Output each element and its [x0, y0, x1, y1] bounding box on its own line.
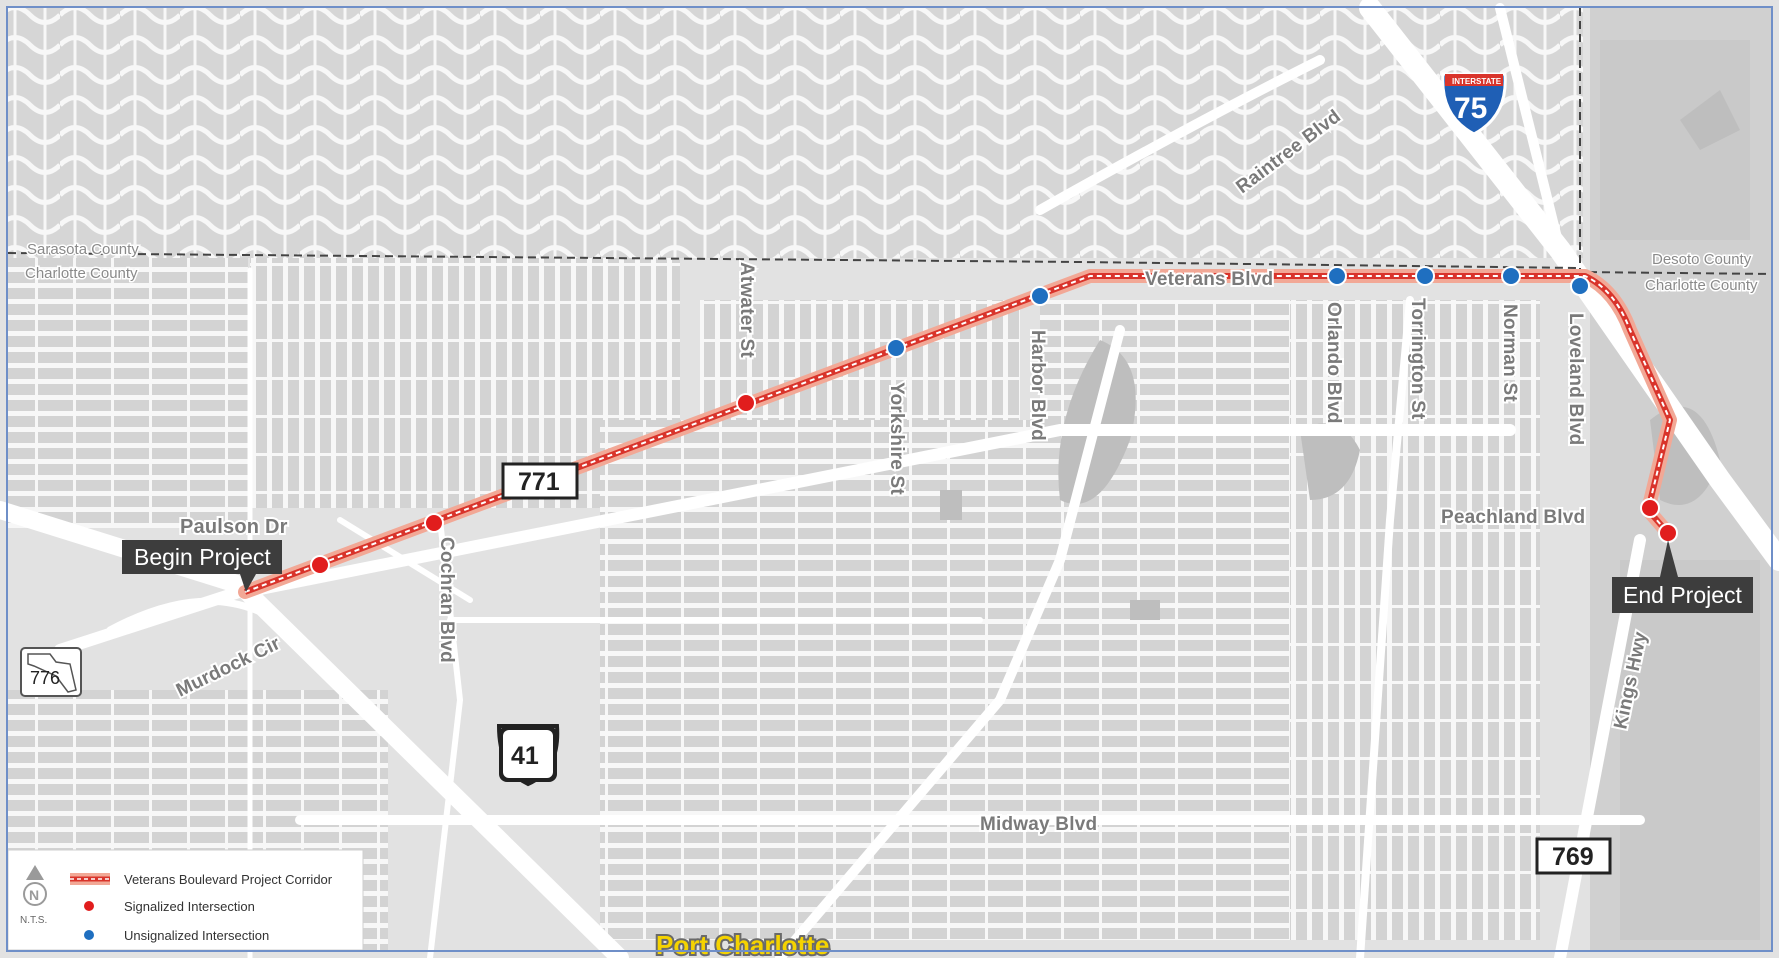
signal-cochran: [424, 513, 444, 533]
county-label-charlotte-east: Charlotte County: [1645, 277, 1758, 294]
us-41-shield: 41: [496, 724, 560, 787]
svg-text:N.T.S.: N.T.S.: [20, 915, 47, 926]
map-frame: [6, 6, 1773, 952]
unsignal-harbor: [1030, 286, 1050, 306]
signal-kings-hwy: [1658, 523, 1678, 543]
street-label-torrington: Torrington St: [1407, 298, 1428, 420]
cr-769-shield: 769: [1535, 837, 1612, 875]
svg-text:75: 75: [1454, 92, 1487, 125]
svg-text:776: 776: [30, 668, 60, 688]
unsignalized-intersections: [886, 266, 1590, 358]
street-label-orlando: Orlando Blvd: [1323, 302, 1344, 424]
county-label-desoto: Desoto County: [1652, 251, 1752, 268]
end-project-callout: End Project: [1612, 540, 1753, 613]
street-label-atwater: Atwater St: [736, 262, 757, 358]
svg-text:Signalized Intersection: Signalized Intersection: [124, 899, 255, 914]
street-label-cochran: Cochran Blvd: [436, 537, 457, 663]
signal-peachland: [1640, 498, 1660, 518]
svg-text:Unsignalized Intersection: Unsignalized Intersection: [124, 928, 269, 943]
unsignal-torrington: [1415, 266, 1435, 286]
svg-text:INTERSTATE: INTERSTATE: [1452, 77, 1502, 86]
legend-item-signalized: Signalized Intersection: [84, 899, 255, 914]
svg-text:Veterans Boulevard Project Cor: Veterans Boulevard Project Corridor: [124, 872, 333, 887]
i-75-shield: INTERSTATE 75: [1441, 72, 1507, 136]
signal-atwater: [736, 393, 756, 413]
begin-project-callout: Begin Project: [122, 540, 282, 592]
street-label-veterans: Veterans Blvd: [1145, 269, 1273, 290]
svg-text:Begin Project: Begin Project: [134, 544, 271, 570]
unsignal-loveland: [1570, 276, 1590, 296]
legend: N N.T.S. Veterans Boulevard Project Corr…: [7, 849, 364, 951]
north-arrow-icon: N N.T.S.: [20, 865, 47, 926]
svg-text:41: 41: [511, 742, 539, 770]
street-label-midway: Midway Blvd: [980, 814, 1097, 835]
street-label-harbor: Harbor Blvd: [1027, 330, 1048, 441]
unsignal-yorkshire: [886, 338, 906, 358]
street-label-peachland: Peachland Blvd: [1441, 507, 1585, 528]
svg-text:771: 771: [518, 468, 560, 496]
neighborhoods: [8, 8, 1772, 950]
county-label-charlotte-west: Charlotte County: [25, 265, 138, 282]
legend-item-unsignalized: Unsignalized Intersection: [84, 928, 269, 943]
street-label-paulson: Paulson Dr: [180, 516, 288, 538]
unsignal-orlando: [1327, 266, 1347, 286]
sr-776-shield: 776: [20, 647, 82, 697]
signal-paulson: [310, 555, 330, 575]
svg-text:769: 769: [1552, 843, 1594, 871]
street-label-loveland: Loveland Blvd: [1565, 313, 1586, 445]
veterans-boulevard-project-corridor[interactable]: [238, 269, 1677, 599]
svg-text:N: N: [29, 887, 39, 903]
street-label-norman: Norman St: [1499, 304, 1520, 402]
place-label-port-charlotte: Port Charlotte: [656, 930, 829, 958]
signalized-intersections: [310, 393, 1678, 575]
legend-item-corridor: Veterans Boulevard Project Corridor: [70, 872, 333, 887]
svg-text:End Project: End Project: [1623, 582, 1743, 608]
street-label-yorkshire: Yorkshire St: [886, 382, 907, 495]
unsignal-norman: [1501, 266, 1521, 286]
county-label-sarasota: Sarasota County: [27, 241, 139, 258]
sr-771-shield: 771: [501, 462, 579, 500]
